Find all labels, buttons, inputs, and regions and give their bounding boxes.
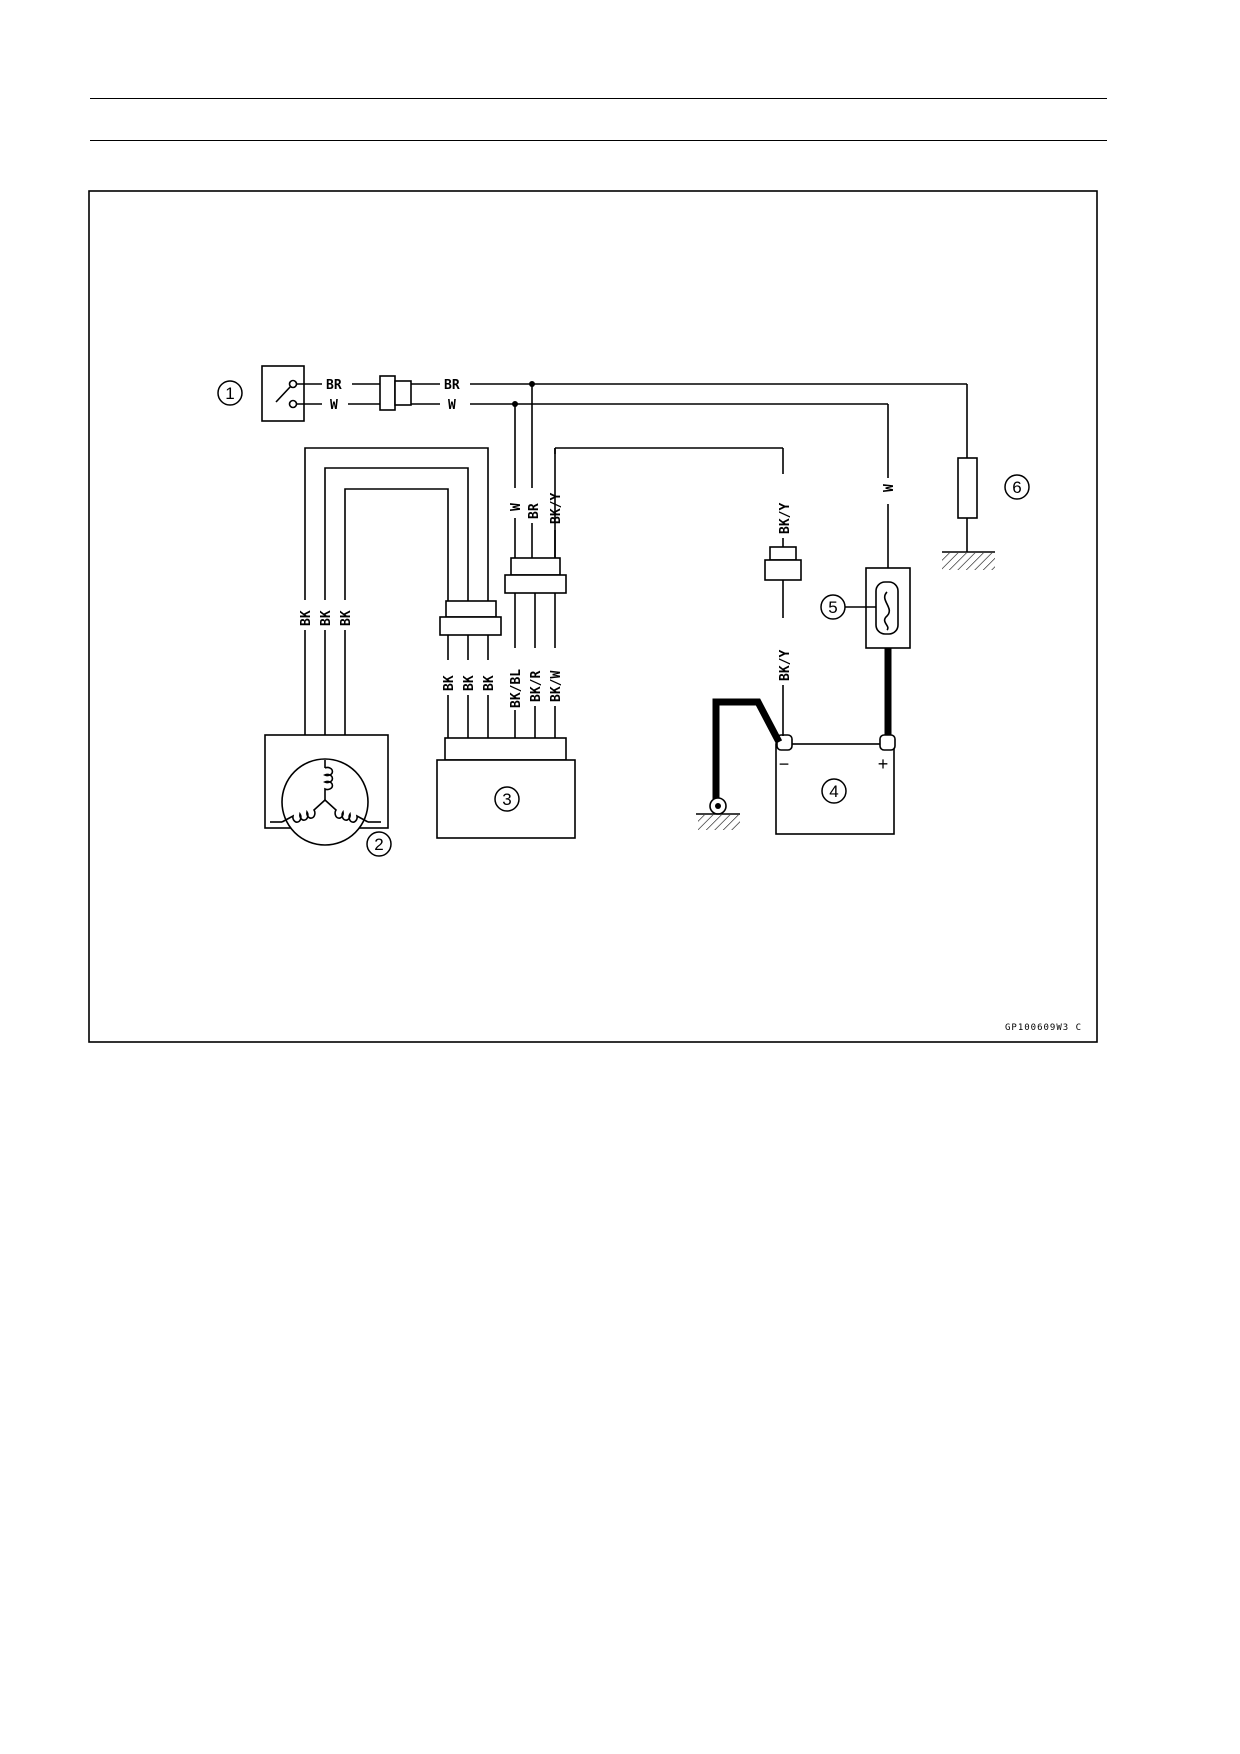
wire-label-br-vertical: BR <box>527 503 542 519</box>
callout-6-label: 6 <box>1012 478 1021 497</box>
switch <box>261 365 305 422</box>
wire-label-bk-reg-1: BK <box>442 675 457 691</box>
regulator-rectifier <box>436 737 576 839</box>
alternator-stator <box>264 734 389 846</box>
header-rule-top <box>90 98 1107 99</box>
wire-label-bk-y-vertical: BK/Y <box>549 493 564 524</box>
wire-label-bk-reg-2: BK <box>462 675 477 691</box>
regulator-connector-right <box>504 557 567 594</box>
header-rule-bottom <box>90 140 1107 141</box>
wire-label-bk-stator-2: BK <box>319 610 334 626</box>
bk-y-connector <box>764 546 802 581</box>
wire-label-bk-y-lower: BK/Y <box>778 650 793 681</box>
wire-label-bk-r: BK/R <box>529 671 544 702</box>
resistor <box>942 457 995 570</box>
callout-3: 3 <box>494 786 520 812</box>
wire-label-bk-y-upper: BK/Y <box>778 503 793 534</box>
wire-label-bk-w: BK/W <box>549 671 564 702</box>
callout-1: 1 <box>217 380 243 406</box>
callout-3-label: 3 <box>502 790 511 809</box>
wire-label-bk-stator-3: BK <box>339 610 354 626</box>
callout-2: 2 <box>366 831 392 857</box>
wire-label-w-fuse: W <box>882 484 897 492</box>
callout-5: 5 <box>820 594 846 620</box>
callout-2-label: 2 <box>374 835 383 854</box>
wire-label-bk-bl: BK/BL <box>509 669 524 708</box>
callout-1-label: 1 <box>225 384 234 403</box>
wire-label-bk-reg-3: BK <box>482 675 497 691</box>
callout-6: 6 <box>1004 474 1030 500</box>
switch-connector <box>379 375 412 411</box>
callout-5-label: 5 <box>828 598 837 617</box>
wire-label-w-left: W <box>330 398 338 413</box>
fuse <box>865 567 911 649</box>
regulator-connector-left <box>439 600 502 636</box>
battery: − + <box>775 734 896 835</box>
battery-minus-sign: − <box>779 754 790 774</box>
figure-reference: GP100609W3 C <box>1005 1023 1082 1033</box>
wire-label-br-right: BR <box>444 378 460 393</box>
callout-4: 4 <box>821 778 847 804</box>
chassis-ground <box>696 797 740 830</box>
wire-label-w-right: W <box>448 398 456 413</box>
wire-label-w-vertical: W <box>509 503 524 511</box>
wire-label-bk-stator-1: BK <box>299 610 314 626</box>
diagram-frame <box>88 190 1098 1043</box>
wire-label-br-left: BR <box>326 378 342 393</box>
callout-4-label: 4 <box>829 782 838 801</box>
battery-plus-sign: + <box>878 754 889 774</box>
